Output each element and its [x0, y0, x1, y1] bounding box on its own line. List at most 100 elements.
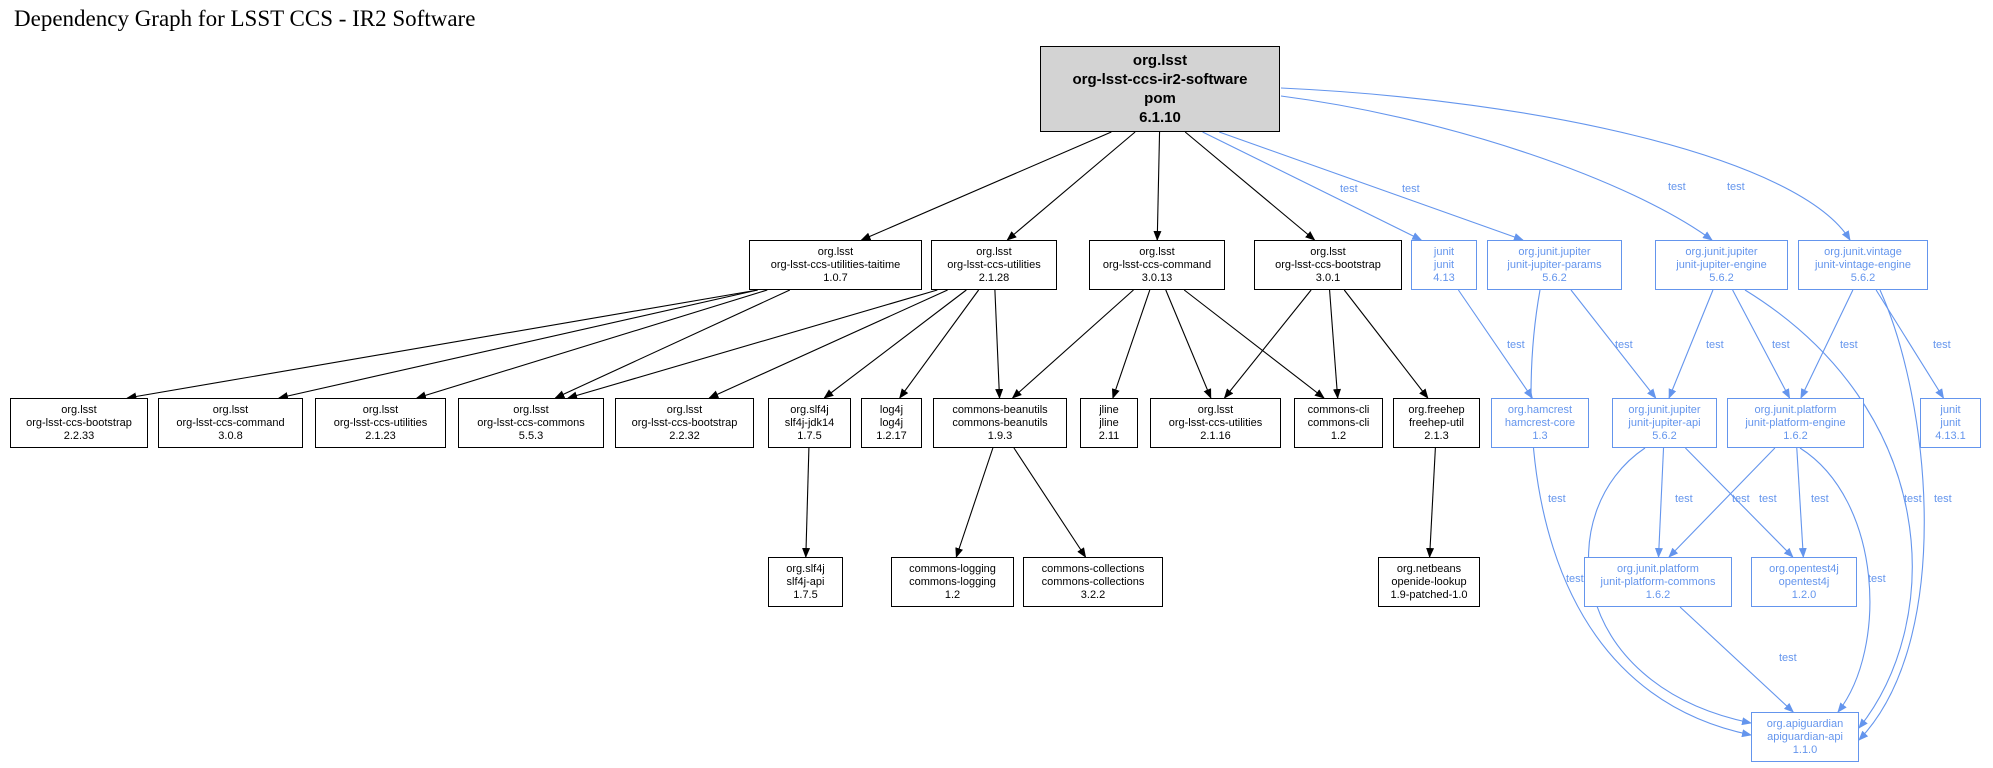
node-text-line: 1.1.0 — [1792, 743, 1818, 756]
edge-root-bootstrap301 — [1184, 131, 1316, 241]
node-text-line: 5.6.2 — [1542, 271, 1567, 284]
edge-label-platformengine-opentest4j: test — [1811, 493, 1829, 505]
node-text-line: org.lsst — [61, 403, 97, 416]
node-text-line: commons-collections — [1041, 575, 1145, 588]
diagram-title: Dependency Graph for LSST CCS - IR2 Soft… — [14, 6, 476, 31]
node-text-line: 1.2.0 — [1791, 588, 1817, 601]
node-text-line: org.lsst — [212, 403, 249, 416]
node-text-line: opentest4j — [1778, 575, 1830, 588]
edge-taitime-command308 — [277, 289, 758, 400]
edge-vintage-apiguardian — [1858, 289, 1925, 741]
edge-utilities2128-log4j — [899, 289, 980, 399]
node-text-line: org.lsst — [976, 245, 1012, 258]
edge-taitime-commons553 — [554, 289, 791, 399]
node-text-line: 1.9-patched-1.0 — [1390, 588, 1468, 601]
node-text-line: 4.13.1 — [1935, 429, 1966, 442]
edge-bootstrap301-utilities2116 — [1223, 289, 1312, 399]
edge-label-vintage-junit4131: test — [1933, 339, 1951, 351]
edge-root-taitime — [860, 131, 1112, 241]
node-text-line: org.junit.platform — [1754, 403, 1837, 416]
node-text-line: 1.6.2 — [1783, 429, 1808, 442]
node-text-line: org-lsst-ccs-commons — [477, 416, 585, 429]
node-text-line: org.junit.jupiter — [1628, 403, 1701, 416]
edge-label-platformengine-platformcommons: test — [1759, 493, 1777, 505]
node-text-line: commons-collections — [1041, 562, 1145, 575]
edge-utilities2128-bootstrap2232 — [708, 289, 948, 399]
edge-command3013-commonscli — [1183, 289, 1325, 399]
edge-junit413-hamcrest — [1457, 289, 1533, 399]
node-text-line: junit-vintage-engine — [1814, 258, 1911, 271]
node-text-line: 1.6.2 — [1645, 588, 1671, 601]
node-text-line: 5.6.2 — [1652, 429, 1677, 442]
node-text-line: commons-cli — [1307, 416, 1370, 429]
node-text-line: jline — [1099, 416, 1119, 429]
node-text-line: commons-logging — [909, 562, 996, 575]
edge-vintage-platformengine — [1800, 289, 1854, 399]
node-text-line: org-lsst-ccs-bootstrap — [1275, 258, 1381, 271]
node-text-line: 6.1.10 — [1139, 109, 1181, 126]
edge-params-apiguardian — [1530, 289, 1752, 738]
node-text-line: slf4j-api — [786, 575, 825, 588]
node-text-line: 2.2.33 — [63, 429, 95, 442]
node-text-line: org.netbeans — [1396, 562, 1462, 575]
edge-command3013-jline — [1111, 289, 1151, 399]
node-text-line: org-lsst-ccs-ir2-software — [1072, 71, 1248, 88]
edge-label-jupiterapi-apiguardian: test — [1566, 573, 1584, 585]
node-text-line: org.lsst — [1139, 245, 1175, 258]
edge-slf4jjdk14-slf4japi — [802, 447, 811, 558]
node-text-line: org-lsst-ccs-command — [176, 416, 285, 429]
node-text-line: junit-platform-engine — [1745, 416, 1846, 429]
node-text-line: commons-cli — [1307, 403, 1370, 416]
node-text-line: 1.2 — [1330, 429, 1347, 442]
edge-root-utilities2128 — [1006, 131, 1136, 241]
edge-platformcommons-apiguardian — [1679, 606, 1794, 713]
node-text-line: 1.7.5 — [793, 588, 818, 601]
node-text-line: log4j — [879, 403, 904, 416]
edge-label-params-apiguardian: test — [1548, 493, 1566, 505]
edge-taitime-bootstrap2233 — [126, 289, 758, 401]
edge-taitime-utilities2123 — [415, 289, 768, 400]
node-text-line: org.slf4j — [790, 403, 829, 416]
edge-command3013-utilities2116 — [1165, 289, 1212, 399]
edge-label-vintage-platformengine: test — [1840, 339, 1858, 351]
node-text-line: commons-logging — [909, 575, 996, 588]
edge-platformengine-opentest4j — [1796, 447, 1807, 558]
node-text-line: 2.2.32 — [669, 429, 700, 442]
node-text-line: junit — [1940, 416, 1961, 429]
edge-bootstrap301-commonscli — [1329, 289, 1341, 399]
edge-root-vintage — [1280, 87, 1851, 241]
edge-utilities2128-commons553 — [567, 289, 938, 400]
edge-label-jupiterapi-opentest4j: test — [1732, 493, 1750, 505]
node-text-line: org.apiguardian — [1766, 717, 1844, 730]
node-text-line: 3.0.13 — [1141, 271, 1173, 284]
edge-root-params — [1218, 131, 1524, 241]
node-text-line: org.lsst — [666, 403, 703, 416]
node-text-line: 3.0.1 — [1315, 271, 1341, 284]
node-text-line: commons-beanutils — [952, 403, 1048, 416]
node-text-line: org.lsst — [1132, 52, 1188, 69]
node-text-line: org-lsst-ccs-command — [1102, 258, 1212, 271]
node-text-line: org.lsst — [817, 245, 854, 258]
node-text-line: org-lsst-ccs-utilities — [1168, 416, 1263, 429]
node-text-line: org.lsst — [362, 403, 399, 416]
